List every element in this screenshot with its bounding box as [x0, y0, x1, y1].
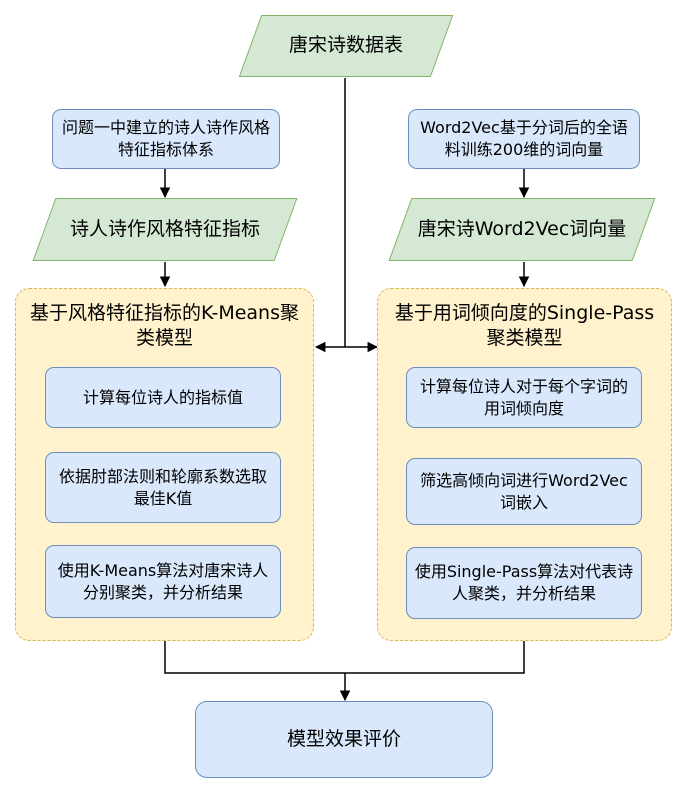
left-data-node: 诗人诗作风格特征指标	[32, 198, 298, 261]
merge-line	[164, 641, 525, 674]
left-step-2-label: 依据肘部法则和轮廓系数选取最佳K值	[58, 466, 267, 508]
right-step-2: 筛选高倾向词进行Word2Vec词嵌入	[406, 458, 642, 525]
right-data-node: 唐宋诗Word2Vec词向量	[388, 198, 656, 261]
source-data-node: 唐宋诗数据表	[238, 15, 454, 77]
right-step-1: 计算每位诗人对于每个字词的用词倾向度	[406, 367, 642, 428]
right-data-label: 唐宋诗Word2Vec词向量	[417, 217, 627, 240]
right-step-1-label: 计算每位诗人对于每个字词的用词倾向度	[419, 376, 628, 418]
left-data-label: 诗人诗作风格特征指标	[69, 217, 260, 240]
right-group-title: 基于用词倾向度的Single-Pass聚类模型	[394, 302, 655, 349]
right-step-3: 使用Single-Pass算法对代表诗人聚类，并分析结果	[406, 547, 642, 619]
left-input-box: 问题一中建立的诗人诗作风格特征指标体系	[52, 109, 280, 169]
right-step-2-label: 筛选高倾向词进行Word2Vec词嵌入	[420, 470, 628, 512]
source-data-label: 唐宋诗数据表	[288, 34, 403, 57]
left-step-3-label: 使用K-Means算法对唐宋诗人分别聚类，并分析结果	[57, 560, 269, 602]
left-input-label: 问题一中建立的诗人诗作风格特征指标体系	[61, 118, 270, 159]
left-group-title: 基于风格特征指标的K-Means聚类模型	[30, 302, 299, 349]
left-step-3: 使用K-Means算法对唐宋诗人分别聚类，并分析结果	[45, 545, 281, 618]
right-input-box: Word2Vec基于分词后的全语料训练200维的词向量	[408, 109, 640, 169]
left-step-1-label: 计算每位诗人的指标值	[82, 387, 243, 407]
right-input-label: Word2Vec基于分词后的全语料训练200维的词向量	[420, 118, 628, 159]
left-step-2: 依据肘部法则和轮廓系数选取最佳K值	[45, 452, 281, 523]
result-label: 模型效果评价	[286, 727, 401, 750]
right-step-3-label: 使用Single-Pass算法对代表诗人聚类，并分析结果	[414, 562, 634, 603]
result-node: 模型效果评价	[195, 701, 493, 778]
left-step-1: 计算每位诗人的指标值	[45, 367, 281, 428]
